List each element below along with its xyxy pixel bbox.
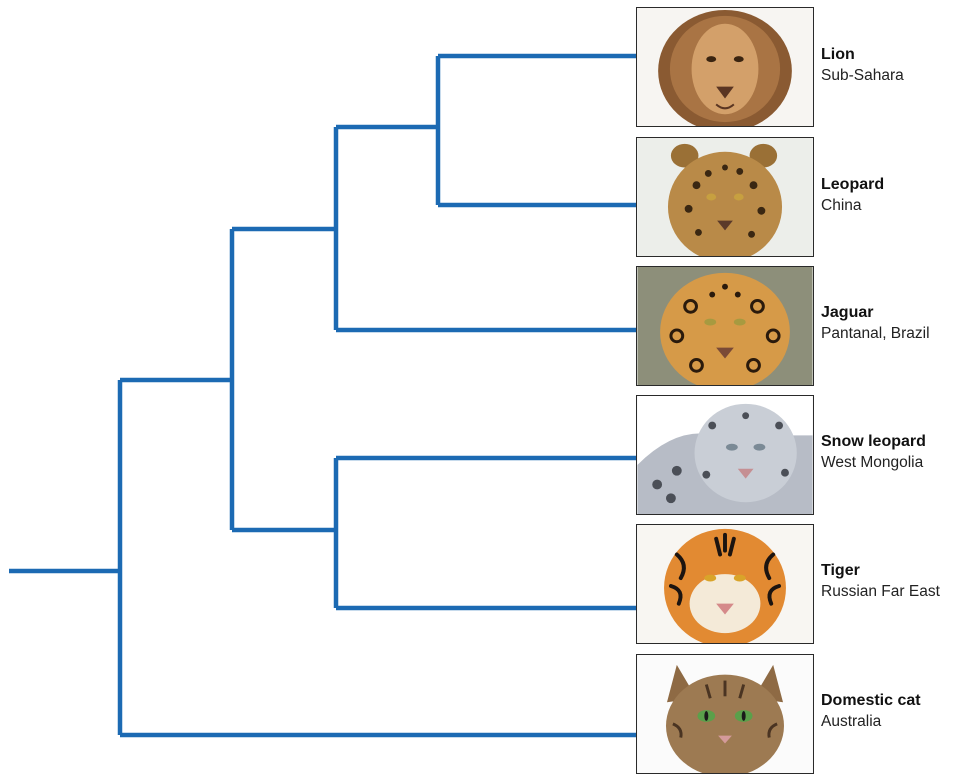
domestic-cat-name: Domestic cat	[821, 692, 921, 709]
leopard-location: China	[821, 197, 862, 214]
tiger-location: Russian Far East	[821, 583, 940, 600]
lion-icon	[637, 8, 813, 126]
tiger-name: Tiger	[821, 562, 860, 579]
leopard-icon	[637, 138, 813, 256]
domestic-cat-icon	[637, 655, 813, 773]
lion-name: Lion	[821, 46, 855, 63]
jaguar-location: Pantanal, Brazil	[821, 325, 930, 342]
lion-location: Sub-Sahara	[821, 67, 904, 84]
jaguar-photo	[636, 266, 814, 386]
jaguar-label: Jaguar Pantanal, Brazil	[821, 302, 959, 344]
lion-label: Lion Sub-Sahara	[821, 44, 959, 86]
snow-leopard-label: Snow leopard West Mongolia	[821, 431, 959, 473]
domestic-cat-label: Domestic cat Australia	[821, 690, 959, 732]
lion-photo	[636, 7, 814, 127]
domestic-cat-photo	[636, 654, 814, 774]
snow-leopard-icon	[637, 396, 813, 514]
leopard-name: Leopard	[821, 176, 885, 193]
tiger-label: Tiger Russian Far East	[821, 560, 959, 602]
snow-leopard-name: Snow leopard	[821, 433, 926, 450]
snow-leopard-location: West Mongolia	[821, 454, 924, 471]
tiger-photo	[636, 524, 814, 644]
leopard-photo	[636, 137, 814, 257]
tiger-icon	[637, 525, 813, 643]
jaguar-icon	[637, 267, 813, 385]
domestic-cat-location: Australia	[821, 713, 882, 730]
snow-leopard-photo	[636, 395, 814, 515]
leopard-label: Leopard China	[821, 174, 959, 216]
jaguar-name: Jaguar	[821, 304, 874, 321]
